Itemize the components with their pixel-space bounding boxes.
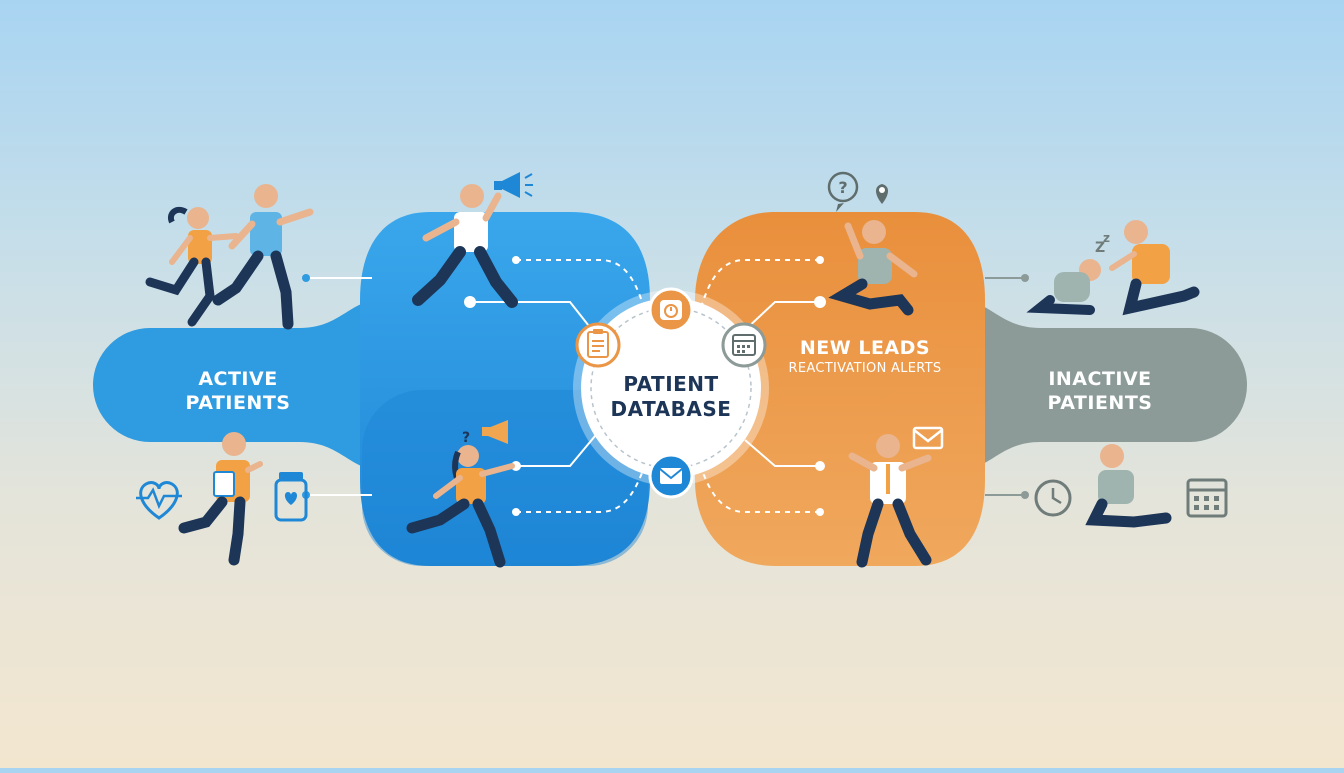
running-woman bbox=[145, 206, 239, 327]
inactive-patients-pill bbox=[960, 300, 1247, 470]
sitting-person-hugging-knees bbox=[1085, 444, 1172, 528]
database-circle bbox=[581, 298, 761, 478]
sleep-icon: Z z bbox=[1095, 231, 1110, 256]
heartbeat-icon bbox=[136, 481, 182, 520]
running-man bbox=[212, 184, 314, 330]
blue-lobe bbox=[360, 212, 650, 566]
envelope-icon bbox=[648, 453, 694, 499]
question-bubble-icon: ? bbox=[827, 171, 859, 212]
new-leads-title: NEW LEADS bbox=[799, 337, 931, 359]
megaphone-icon: ? bbox=[462, 420, 508, 446]
clock-icon bbox=[648, 287, 694, 333]
man-with-tablet bbox=[178, 432, 263, 566]
orange-lobe bbox=[695, 212, 985, 566]
svg-text:z: z bbox=[1103, 231, 1110, 245]
running-man-megaphone bbox=[412, 184, 518, 308]
medicine-bottle-icon bbox=[274, 472, 308, 522]
svg-text:?: ? bbox=[838, 178, 847, 197]
inactive-line2: PATIENTS bbox=[1047, 392, 1153, 414]
location-pin-icon bbox=[876, 184, 888, 204]
database-line2: DATABASE bbox=[610, 397, 732, 421]
sad-person-kneeling bbox=[1026, 259, 1101, 315]
sitting-man-waving bbox=[828, 220, 918, 316]
active-patients-label: ACTIVE PATIENTS bbox=[138, 367, 338, 415]
database-line1: PATIENT bbox=[623, 372, 719, 396]
active-line2: PATIENTS bbox=[185, 392, 291, 414]
patient-database-label: PATIENT DATABASE bbox=[581, 372, 761, 422]
active-patients-pill bbox=[93, 300, 380, 470]
reactivation-alerts-subtitle: REACTIVATION ALERTS bbox=[788, 361, 942, 376]
running-woman-megaphone bbox=[406, 445, 515, 568]
envelope-icon bbox=[912, 426, 944, 450]
connector-dots bbox=[302, 256, 1029, 516]
calendar-icon bbox=[1186, 478, 1228, 518]
clipboard-icon bbox=[575, 322, 621, 368]
clock-icon bbox=[1034, 479, 1072, 517]
megaphone-icon bbox=[494, 172, 533, 198]
svg-text:Z: Z bbox=[1095, 240, 1105, 256]
businessman-cheering bbox=[848, 434, 932, 568]
inactive-patients-label: INACTIVE PATIENTS bbox=[1000, 367, 1200, 415]
calendar-icon bbox=[721, 322, 767, 368]
inactive-line1: INACTIVE bbox=[1048, 368, 1152, 390]
svg-text:?: ? bbox=[462, 430, 470, 446]
active-line1: ACTIVE bbox=[198, 368, 278, 390]
consoling-person bbox=[1109, 220, 1200, 316]
